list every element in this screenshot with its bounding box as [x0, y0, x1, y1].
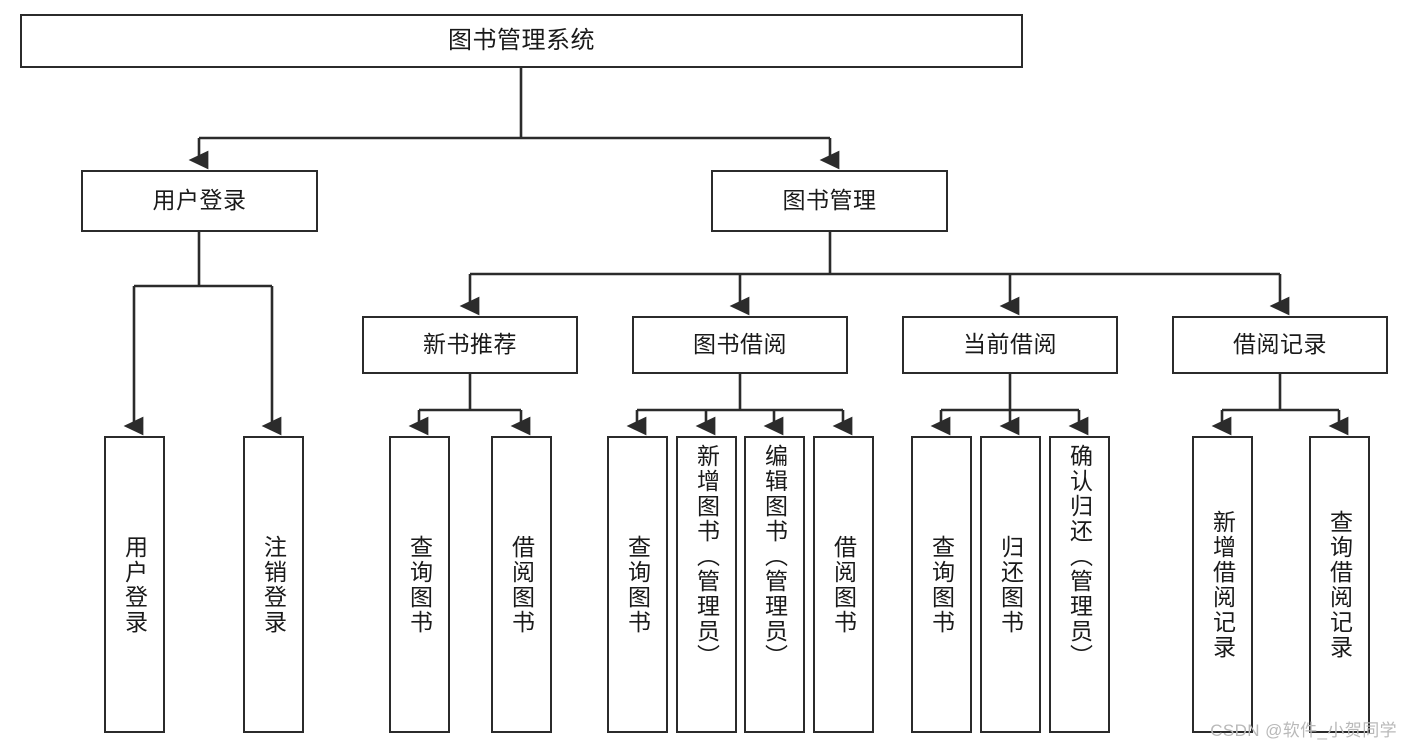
- node-current-borrow[interactable]: 当前借阅: [902, 316, 1118, 374]
- leaf-book-borrow-query-book[interactable]: 查询图书: [607, 436, 668, 733]
- node-book-management-label: 图书管理: [782, 187, 877, 214]
- node-root-system-label: 图书管理系统: [448, 26, 595, 54]
- leaf-new-book-borrow-book[interactable]: 借阅图书: [491, 436, 552, 733]
- leaf-book-borrow-add-book-label: 新增图书（管理员）: [693, 444, 720, 669]
- leaf-borrow-record-query-record-label: 查询借阅记录: [1326, 509, 1353, 660]
- leaf-book-borrow-edit-book[interactable]: 编辑图书（管理员）: [744, 436, 805, 733]
- node-book-borrow[interactable]: 图书借阅: [632, 316, 848, 374]
- leaf-borrow-record-query-record[interactable]: 查询借阅记录: [1309, 436, 1370, 733]
- node-new-book-recommend-label: 新书推荐: [423, 331, 517, 358]
- node-user-login[interactable]: 用户登录: [81, 170, 318, 232]
- leaf-current-borrow-query-book[interactable]: 查询图书: [911, 436, 972, 733]
- leaf-user-login-login[interactable]: 用户登录: [104, 436, 165, 733]
- node-current-borrow-label: 当前借阅: [963, 331, 1057, 358]
- node-book-borrow-label: 图书借阅: [693, 331, 787, 358]
- node-user-login-label: 用户登录: [152, 187, 247, 214]
- leaf-user-login-logout[interactable]: 注销登录: [243, 436, 304, 733]
- leaf-book-borrow-query-book-label: 查询图书: [624, 534, 651, 635]
- node-borrow-record-label: 借阅记录: [1233, 331, 1327, 358]
- csdn-watermark: CSDN @软件_小贺同学: [1210, 721, 1397, 740]
- leaf-current-borrow-confirm-return-label: 确认归还（管理员）: [1066, 444, 1093, 669]
- node-new-book-recommend[interactable]: 新书推荐: [362, 316, 578, 374]
- leaf-book-borrow-edit-book-label: 编辑图书（管理员）: [761, 444, 788, 669]
- node-borrow-record[interactable]: 借阅记录: [1172, 316, 1388, 374]
- leaf-current-borrow-return-book-label: 归还图书: [997, 534, 1024, 635]
- leaf-current-borrow-confirm-return[interactable]: 确认归还（管理员）: [1049, 436, 1110, 733]
- leaf-borrow-record-add-record-label: 新增借阅记录: [1209, 509, 1236, 660]
- node-book-management[interactable]: 图书管理: [711, 170, 948, 232]
- leaf-user-login-logout-label: 注销登录: [260, 534, 287, 635]
- leaf-new-book-query-book[interactable]: 查询图书: [389, 436, 450, 733]
- leaf-book-borrow-borrow-book[interactable]: 借阅图书: [813, 436, 874, 733]
- leaf-current-borrow-return-book[interactable]: 归还图书: [980, 436, 1041, 733]
- leaf-user-login-login-label: 用户登录: [121, 534, 148, 635]
- leaf-book-borrow-add-book[interactable]: 新增图书（管理员）: [676, 436, 737, 733]
- leaf-new-book-query-book-label: 查询图书: [406, 534, 433, 635]
- leaf-borrow-record-add-record[interactable]: 新增借阅记录: [1192, 436, 1253, 733]
- leaf-new-book-borrow-book-label: 借阅图书: [508, 534, 535, 635]
- node-root-system[interactable]: 图书管理系统: [20, 14, 1023, 68]
- leaf-current-borrow-query-book-label: 查询图书: [928, 534, 955, 635]
- leaf-book-borrow-borrow-book-label: 借阅图书: [830, 534, 857, 635]
